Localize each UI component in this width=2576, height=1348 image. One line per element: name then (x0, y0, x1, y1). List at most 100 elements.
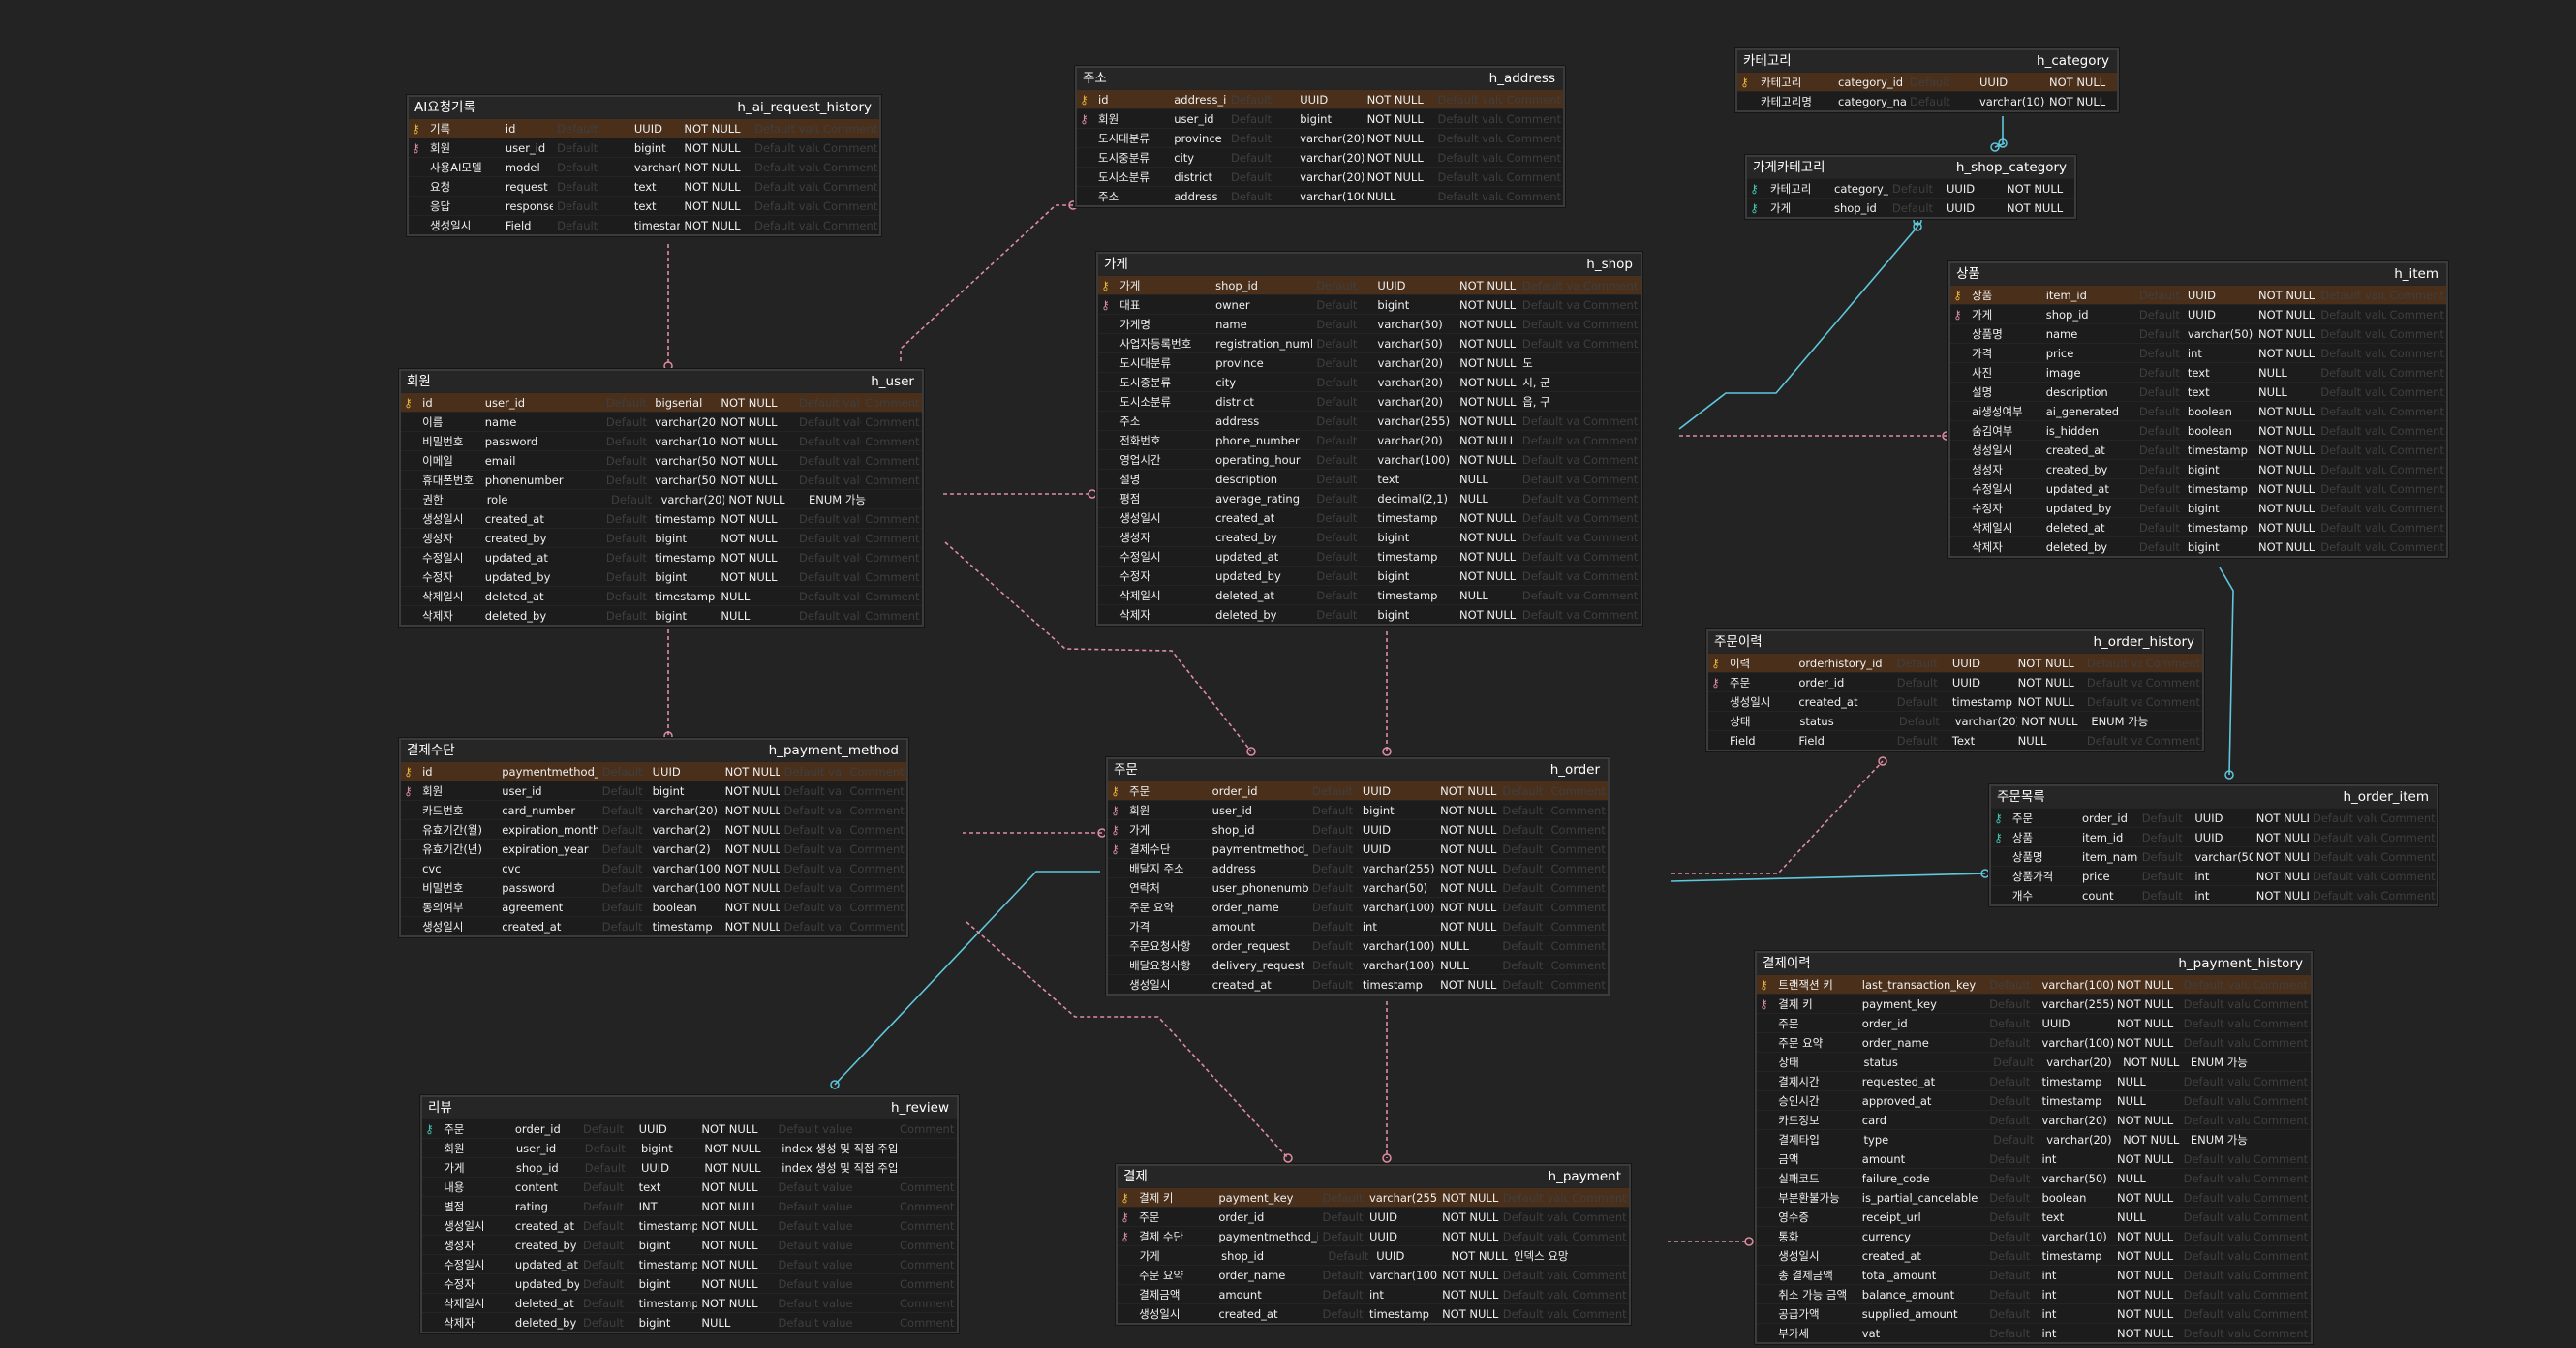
relation-paymentmethod-payment[interactable] (966, 921, 1289, 1159)
relation-user-address[interactable] (900, 204, 1073, 361)
table-h-shop-category[interactable]: 가게카테고리h_shop_category⚷카테고리category_idDef… (1745, 155, 2076, 219)
relation-order-review[interactable] (834, 871, 1100, 1086)
column-row[interactable]: 생성일시FieldDefaulttimestampNOT NULLDefault… (409, 215, 879, 234)
relation-user-order[interactable] (944, 541, 1252, 752)
column-row[interactable]: 사업자등록번호registration_numberDefaultvarchar… (1098, 333, 1641, 352)
relation-shop-shopcategory[interactable] (1678, 226, 1918, 430)
table-h-payment-method[interactable]: 결제수단h_payment_method⚷idpaymentmethod_idD… (399, 738, 908, 937)
column-row[interactable]: 주소addressDefaultvarchar(100)NULLDefault … (1077, 186, 1563, 205)
